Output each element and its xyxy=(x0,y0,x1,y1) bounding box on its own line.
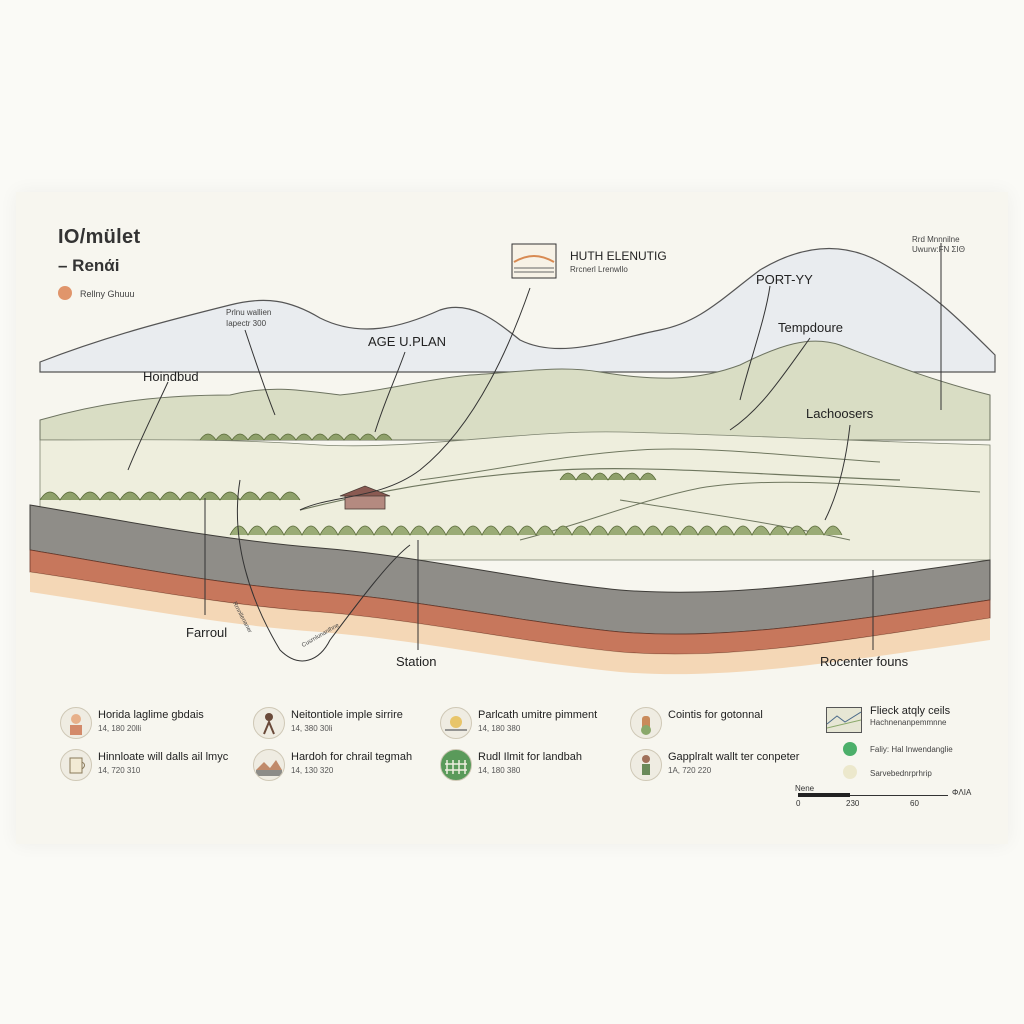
peak-note-2: Iapectr 300 xyxy=(226,319,267,328)
fence-icon xyxy=(440,749,472,781)
map-legend-row: Faliy: Hal Inwendanglie xyxy=(870,745,953,754)
diagram-subtitle: – Renάi xyxy=(58,256,120,275)
top-right-note-2: Uwurw:FN ΣΙΘ xyxy=(912,245,965,254)
person-icon xyxy=(60,707,92,739)
item-title: Neitontiole imple sirrire xyxy=(291,709,403,721)
diagram-title: ΙΟ/mület xyxy=(58,226,141,248)
item-title: Hinnloate will dalls ail lmyc xyxy=(98,751,229,763)
legend-swatch xyxy=(843,742,857,756)
label-rocenter: Rocenter founs xyxy=(820,654,909,669)
item-sub: 14, 180 20lli xyxy=(98,724,142,733)
item-sub: 14, 130 320 xyxy=(291,766,334,775)
map-thumbnail-icon xyxy=(826,707,862,733)
item-sub: 14, 180 380 xyxy=(478,766,521,775)
sunrise-icon xyxy=(440,707,472,739)
map-legend-subtitle: Hachnenanpemmnne xyxy=(870,718,947,727)
legend-dot xyxy=(58,286,72,300)
scale-tick: 60 xyxy=(910,799,919,808)
legend-item: Gapplralt wallt ter conpeter 1A, 720 220 xyxy=(630,749,810,783)
callout-subtitle: Rrcnerl Lrenwllo xyxy=(570,265,628,274)
scale-tick: 230 xyxy=(846,799,860,808)
legend-item: Cointis for gotonnal xyxy=(630,707,810,741)
legend-item: Hinnloate will dalls ail lmyc 14, 720 31… xyxy=(60,749,240,783)
item-title: Rudl Ilmit for landbah xyxy=(478,751,582,763)
item-title: Parlcath umitre pimment xyxy=(478,709,598,721)
field-boundary-3 xyxy=(519,481,981,541)
legend-swatch xyxy=(843,765,857,779)
item-sub: 14, 380 30li xyxy=(291,724,333,733)
label-station: Station xyxy=(396,654,437,669)
label-age-plan: AGE U.PLAN xyxy=(368,334,447,349)
callout-title: HUTH ELENUTIG xyxy=(570,249,667,263)
tree-row-back xyxy=(199,433,393,441)
leader-lines xyxy=(127,243,942,662)
scale-tick: 0 xyxy=(796,799,801,808)
item-sub: 1A, 720 220 xyxy=(668,766,712,775)
cup-icon xyxy=(60,749,92,781)
hand-icon xyxy=(630,707,662,739)
label-tempdoure: Tempdoure xyxy=(778,320,844,335)
map-legend-row: Sarvebednrprhrip xyxy=(870,769,932,778)
legend-item: Parlcath umitre pimment 14, 180 380 xyxy=(440,707,620,741)
figure-icon xyxy=(253,707,285,739)
figure2-icon xyxy=(630,749,662,781)
scale-title: Nene xyxy=(795,784,815,793)
field-boundary-1 xyxy=(299,468,901,511)
scale-bar-segment xyxy=(798,793,850,797)
label-lachoosers: Lachoosers xyxy=(806,406,874,421)
legend-item: Horida laglime gbdais 14, 180 20lli xyxy=(60,707,240,741)
item-sub: 14, 180 380 xyxy=(478,724,521,733)
landscape-icon xyxy=(253,749,285,781)
item-title: Horida laglime gbdais xyxy=(98,709,204,721)
item-title: Cointis for gotonnal xyxy=(668,709,763,721)
legend-label: Rellny Ghuuu xyxy=(80,289,135,299)
mid-hills xyxy=(39,340,991,441)
peak-note-1: Prlnu wallien xyxy=(226,308,272,317)
farmhouse-icon xyxy=(339,485,391,510)
label-port: PORT-YY xyxy=(756,272,813,287)
tree-row-mid xyxy=(559,472,657,481)
map-legend-title: Flieck atqly ceils xyxy=(870,705,951,717)
item-title: Hardoh for chrail tegmah xyxy=(291,751,413,763)
legend-item: Hardoh for chrail tegmah 14, 130 320 xyxy=(253,749,433,783)
tree-row-front xyxy=(229,525,843,536)
legend-item: Rudl Ilmit for landbah 14, 180 380 xyxy=(440,749,620,783)
item-title: Gapplralt wallt ter conpeter xyxy=(668,751,800,763)
tree-row-left xyxy=(39,491,301,501)
label-farroul: Farroul xyxy=(186,625,228,640)
field-boundary-2 xyxy=(419,448,881,481)
scale-unit: ΦΛΙΑ xyxy=(952,788,972,797)
scale-bar xyxy=(798,795,948,796)
item-sub: 14, 720 310 xyxy=(98,766,141,775)
soil-layer-sand xyxy=(30,572,990,675)
label-hoindbud: Hoindbud xyxy=(143,369,199,384)
legend-item: Neitontiole imple sirrire 14, 380 30li xyxy=(253,707,433,741)
callout-thumbnail-icon xyxy=(511,243,557,279)
top-right-note-1: Rrd Mnnnilne xyxy=(912,235,960,244)
